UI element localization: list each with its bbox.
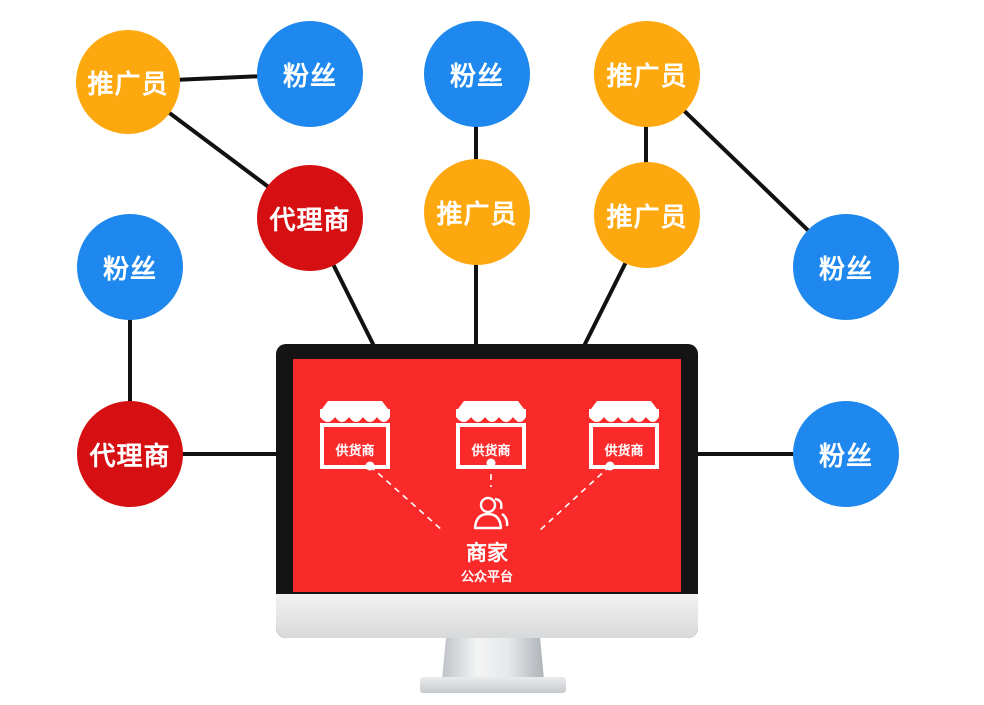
fans-node-right: 粉丝	[793, 214, 899, 320]
monitor-stand-base	[420, 677, 566, 693]
supplier-label: 供货商	[335, 443, 375, 459]
agent-node-label: 代理商	[269, 205, 351, 236]
supplier-store: 供货商	[583, 395, 665, 473]
fans-node-label: 粉丝	[449, 61, 504, 92]
promoter-node-top-left: 推广员	[76, 30, 180, 134]
supplier-store: 供货商	[450, 395, 532, 473]
fans-node-left: 粉丝	[77, 214, 183, 320]
fans-node-label: 粉丝	[282, 61, 337, 92]
fans-node-top-center: 粉丝	[424, 21, 530, 127]
storefront-icon	[456, 401, 526, 469]
promoter-node-label: 推广员	[606, 61, 688, 92]
merchant-platform-monitor: 供货商 供货商 供货商	[276, 344, 698, 638]
fans-node-top-left: 粉丝	[257, 21, 363, 127]
storefront-icon	[589, 401, 659, 469]
connector-promoter-right-monitor	[582, 261, 628, 347]
promoter-node-center-right: 推广员	[594, 162, 700, 268]
supplier-label: 供货商	[471, 443, 511, 459]
storefront-icon	[320, 401, 390, 469]
promoter-node-label: 推广员	[606, 202, 688, 233]
monitor-stand-neck	[442, 636, 544, 680]
merchant-title: 商家	[466, 541, 508, 565]
promoter-node-top-right: 推广员	[594, 21, 700, 127]
agent-node-label: 代理商	[89, 441, 171, 472]
merchant-subtitle: 公众平台	[460, 570, 513, 585]
user-group-icon	[473, 496, 509, 530]
agent-node-upper: 代理商	[257, 165, 363, 271]
supplier-store: 供货商	[314, 395, 396, 473]
monitor-screen: 供货商 供货商 供货商	[293, 359, 681, 592]
fans-node-label: 粉丝	[818, 441, 873, 472]
monitor-chin	[276, 594, 698, 638]
supplier-label: 供货商	[604, 443, 644, 459]
promoter-node-label: 推广员	[87, 69, 169, 100]
agent-node-lower: 代理商	[77, 401, 183, 507]
promoter-node-center: 推广员	[424, 159, 530, 265]
fans-node-label: 粉丝	[102, 254, 157, 285]
promoter-node-label: 推广员	[436, 199, 518, 230]
fans-node-label: 粉丝	[818, 254, 873, 285]
fans-node-lower-right: 粉丝	[793, 401, 899, 507]
